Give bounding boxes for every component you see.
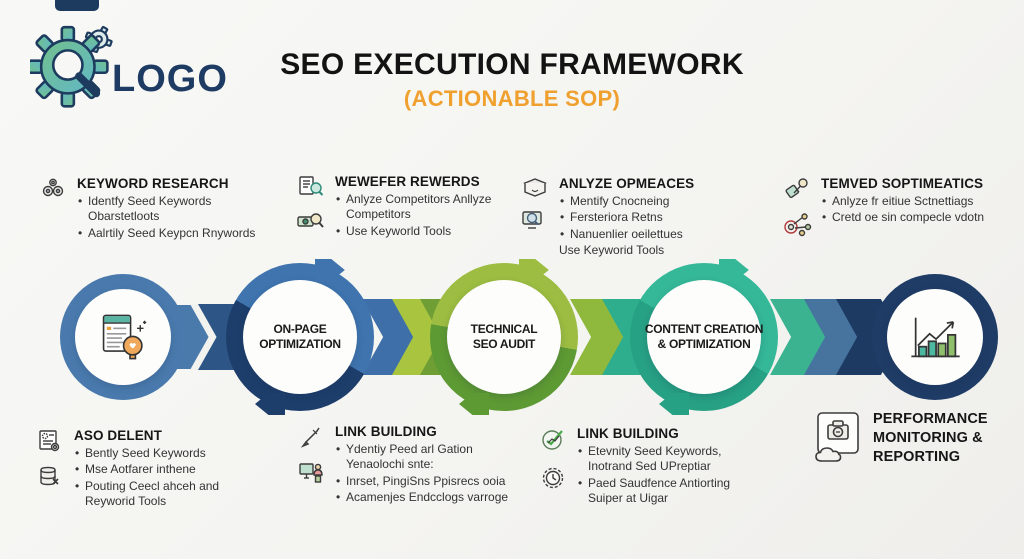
flow-node-technical-seo-audit: TECHNICAL SEO AUDIT [430,259,578,411]
block-footer-line: Use Keyworid Tools [559,243,665,258]
flow-node-results [872,274,998,400]
pencil-link-icon [299,425,323,449]
flow-node-research [60,274,186,400]
flow-node-label: ON-PAGE OPTIMIZATION [243,280,357,394]
box-icon [522,177,548,197]
bullet-item: Paed Saudfence Antiorting Suiper at Uiga… [577,476,758,507]
bullet-item: Inrset, PingiSns Ppisrecs ooia [335,474,511,490]
node-label-line: TECHNICAL [470,322,538,336]
bullet-item: Anlyze fr eitiue Sctnettiags [821,194,984,210]
node-label-line: ON-PAGE [273,322,327,336]
block-heading: TEMVED SOPTIMEATICS [821,176,984,191]
block-icons [35,428,65,510]
bullet-item: Anlyze Competitors Anllyze Competitors [335,192,496,223]
block-content: PERFORMANCE MONITORING & REPORTING [873,410,1002,470]
block-link-building-2: LINK BUILDING Etevnity Seed Keywords, In… [538,426,758,507]
document-idea-icon [96,310,150,364]
bullet-item: Etevnity Seed Keywords, Inotrand Sed UPr… [577,444,758,475]
key-stamp-icon [784,177,810,201]
bullet-item: Pouting Ceecl ahceh and Reyworid Tools [74,479,260,510]
target-network-icon [782,213,812,237]
bullet-list: Etevnity Seed Keywords, Inotrand Sed UPr… [577,444,758,506]
bullet-list: Anlyze Competitors Anllyze Competitors U… [335,192,496,239]
ring-arrow-tab [314,259,345,281]
block-heading: ANLYZE OPMEACES [559,176,695,191]
ring-arrow-tab [718,259,749,281]
logo: LOGO [30,22,228,108]
bullet-item: Mse Aotfarer inthene [74,462,260,478]
block-content: ANLYZE OPMEACES Mentify Cnocneing Ferste… [559,176,694,258]
ring-arrow-tab [255,393,285,415]
block-content: ASO DELENT Bently Seed Keywords Mse Aotf… [74,428,260,510]
flow-node-on-page-optimization: ON-PAGE OPTIMIZATION [226,259,374,411]
bullet-item: Aalrtily Seed Keypcn Rnywords [77,226,263,242]
node-label-line: CONTENT CREATION [644,322,764,336]
bullet-item: Acamenjes Endcclogs varroge [335,490,511,506]
bullet-item: Fersteriora Retns [559,210,694,226]
block-icons [296,174,326,240]
block-aso-delent: ASO DELENT Bently Seed Keywords Mse Aotf… [35,428,260,510]
flow-node-inner [887,289,983,385]
block-content: LINK BUILDING Ydentiy Peed arl Gation Ye… [335,424,511,506]
clock-badge-icon [540,465,566,491]
node-label-line: SEO AUDIT [472,337,536,351]
monitor-person-icon [298,461,324,485]
bullet-list: Mentify Cnocneing Fersteriora Retns Nanu… [559,194,694,242]
money-magnifier-icon [297,211,325,231]
certificate-icon [38,429,62,453]
growth-chart-icon [906,311,964,363]
bullet-item: Use Keyworld Tools [335,224,496,240]
camera-report-icon [812,411,864,469]
block-keyword-research: KEYWORD RESEARCH Identfy Seed Keywords O… [38,176,263,242]
block-heading: KEYWORD RESEARCH [77,176,229,191]
bullet-item: Nanuenlier oeilettues [559,227,694,243]
block-temved-soptimeatics: TEMVED SOPTIMEATICS Anlyze fr eitiue Sct… [782,176,1007,237]
block-link-building-1: LINK BUILDING Ydentiy Peed arl Gation Ye… [296,424,511,506]
bullet-list: Bently Seed Keywords Mse Aotfarer inthen… [74,446,260,509]
flow-node-label: TECHNICAL SEO AUDIT [447,280,561,394]
flow-node-content-creation: CONTENT CREATION & OPTIMIZATION [630,259,778,411]
block-heading: ASO DELENT [74,428,163,443]
block-content: TEMVED SOPTIMEATICS Anlyze fr eitiue Sct… [821,176,984,237]
bullet-list: Anlyze fr eitiue Sctnettiags Cretd oe si… [821,194,984,226]
gear-magnifier-logo-icon [30,22,116,108]
block-performance-monitoring: PERFORMANCE MONITORING & REPORTING [812,410,1002,470]
corner-accent-bar [55,0,99,11]
check-growth-circle-icon [540,427,566,453]
monitor-magnifier-icon [521,209,549,231]
block-anlyze-opmeaces: ANLYZE OPMEACES Mentify Cnocneing Ferste… [520,176,735,258]
flow-node-label: CONTENT CREATION & OPTIMIZATION [644,280,764,394]
bullet-list: Identfy Seed Keywords Obarstetloots Aalr… [77,194,263,241]
database-icon [37,465,63,489]
block-content: LINK BUILDING Etevnity Seed Keywords, In… [577,426,758,507]
block-icons [520,176,550,258]
bullet-item: Identfy Seed Keywords Obarstetloots [77,194,263,225]
bullet-item: Ydentiy Peed arl Gation Yenaolochi snte: [335,442,511,473]
node-label-line: OPTIMIZATION [259,337,341,351]
block-content: WEWEFER REWERDS Anlyze Competitors Anlly… [335,174,496,240]
ring-arrow-tab [518,259,549,281]
bullet-item: Cretd oe sin compecle vdotn [821,210,984,226]
bullet-list: Ydentiy Peed arl Gation Yenaolochi snte:… [335,442,511,506]
block-heading: LINK BUILDING [335,424,437,439]
bullet-item: Mentify Cnocneing [559,194,694,210]
block-icons [812,410,864,470]
node-label-line: & OPTIMIZATION [657,337,751,351]
block-icons [296,424,326,506]
logo-text: LOGO [112,58,228,100]
block-icons [782,176,812,237]
block-icons [38,176,68,242]
ring-arrow-tab [459,393,489,415]
gears-icon [39,177,67,199]
block-wewefer-rewerds: WEWEFER REWERDS Anlyze Competitors Anlly… [296,174,496,240]
block-content: KEYWORD RESEARCH Identfy Seed Keywords O… [77,176,263,242]
block-heading: LINK BUILDING [577,426,679,441]
document-magnifier-icon [298,175,324,199]
block-heading: WEWEFER REWERDS [335,174,480,189]
flow-node-inner [75,289,171,385]
block-heading: PERFORMANCE MONITORING & REPORTING [873,411,988,465]
ring-arrow-tab [659,393,689,415]
bullet-item: Bently Seed Keywords [74,446,260,462]
block-icons [538,426,568,507]
